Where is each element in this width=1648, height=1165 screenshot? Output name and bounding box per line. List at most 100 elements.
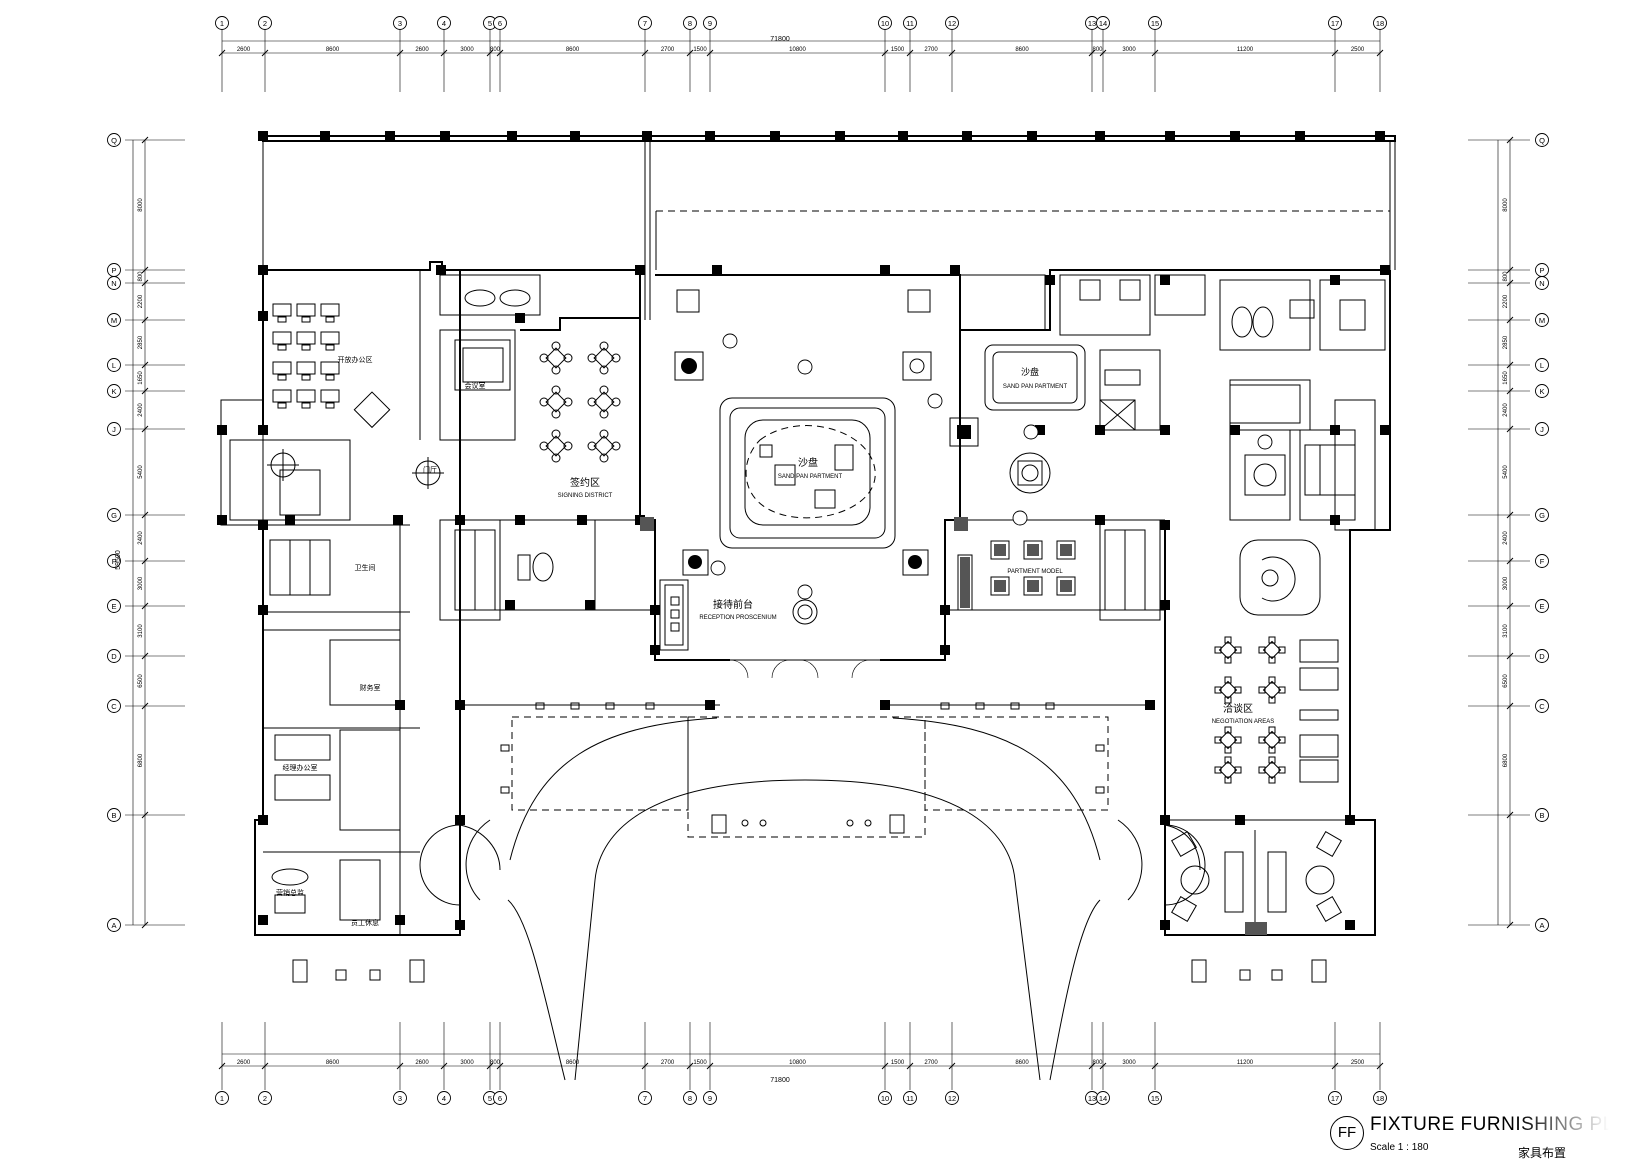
column bbox=[705, 131, 715, 141]
left-spacing: 2850 bbox=[138, 335, 144, 349]
forecourt-marker bbox=[975, 702, 985, 710]
signing-chair bbox=[551, 385, 561, 395]
column bbox=[1345, 815, 1355, 825]
right-row-A-bubble bbox=[1535, 918, 1549, 932]
office-desk bbox=[272, 303, 292, 317]
top-col-4-bubble bbox=[437, 16, 451, 30]
left-row-G-label: G bbox=[111, 511, 117, 520]
left-row-M-bubble bbox=[107, 313, 121, 327]
top-spacing: 3000 bbox=[460, 47, 474, 53]
nego-chair bbox=[1234, 766, 1242, 774]
column bbox=[642, 131, 652, 141]
left-spacing: 800 bbox=[138, 271, 144, 282]
top-col-11-bubble bbox=[903, 16, 917, 30]
right-spacing: 3100 bbox=[1503, 624, 1509, 638]
bottom-tick bbox=[261, 1062, 269, 1070]
openoffice-label: 开放办公区 bbox=[338, 355, 373, 364]
nego-chair bbox=[1278, 736, 1286, 744]
signing-table bbox=[593, 391, 615, 413]
top-spacing: 2600 bbox=[237, 47, 251, 53]
bottom-col-3-bubble bbox=[393, 1091, 407, 1105]
top-col-11-label: 11 bbox=[906, 19, 914, 28]
top-col-4-label: 4 bbox=[442, 19, 446, 28]
top-dimension-grid: 1260028600326004300058006860072700815009… bbox=[215, 16, 1387, 92]
bottom-tick bbox=[1088, 1062, 1096, 1070]
right-row-P-label: P bbox=[1539, 266, 1544, 275]
bottom-col-18-label: 18 bbox=[1376, 1094, 1384, 1103]
forecourt-marker bbox=[1045, 702, 1055, 710]
bottom-spacing: 2700 bbox=[661, 1060, 675, 1066]
left-tick bbox=[141, 425, 149, 433]
nego-table bbox=[1262, 730, 1282, 750]
top-col-15-bubble bbox=[1148, 16, 1162, 30]
office-chair bbox=[301, 316, 311, 323]
column bbox=[440, 131, 450, 141]
forecourt-marker bbox=[570, 702, 580, 710]
reception-label-cn: 接待前台 bbox=[713, 598, 753, 611]
column bbox=[1045, 275, 1055, 285]
column bbox=[1375, 131, 1385, 141]
top-col-3-label: 3 bbox=[398, 19, 402, 28]
bottom-col-9-bubble bbox=[703, 1091, 717, 1105]
column bbox=[1235, 815, 1245, 825]
bottom-col-1-bubble bbox=[215, 1091, 229, 1105]
top-col-9-label: 9 bbox=[708, 19, 712, 28]
top-col-15-label: 15 bbox=[1151, 19, 1159, 28]
nego-chair bbox=[1224, 756, 1232, 764]
right-row-J-label: J bbox=[1540, 425, 1544, 434]
office-chair bbox=[325, 402, 335, 409]
office-desk bbox=[296, 361, 316, 375]
signing-chair bbox=[611, 397, 621, 407]
column bbox=[258, 265, 268, 275]
office-desk bbox=[320, 331, 340, 345]
signing-chair bbox=[599, 429, 609, 439]
top-col-10-bubble bbox=[878, 16, 892, 30]
office-desk bbox=[296, 389, 316, 403]
signing-table bbox=[593, 435, 615, 457]
nego-chair bbox=[1268, 696, 1276, 704]
top-col-18-label: 18 bbox=[1376, 19, 1384, 28]
top-col-14-label: 14 bbox=[1099, 19, 1107, 28]
negotiation-sofas bbox=[1239, 539, 1339, 783]
column bbox=[1160, 920, 1170, 930]
bottom-spacing: 8600 bbox=[1015, 1060, 1029, 1066]
column bbox=[1330, 515, 1340, 525]
model-table bbox=[1056, 540, 1076, 560]
entrance-forecourt bbox=[292, 659, 1327, 1081]
column bbox=[962, 131, 972, 141]
left-row-M-label: M bbox=[111, 316, 117, 325]
top-tick bbox=[396, 49, 404, 57]
title-fade bbox=[1518, 1112, 1648, 1142]
top-col-12-label: 12 bbox=[948, 19, 956, 28]
top-tick bbox=[1376, 49, 1384, 57]
column bbox=[650, 605, 660, 615]
forecourt-marker bbox=[1095, 786, 1105, 794]
office-chair bbox=[325, 316, 335, 323]
bottom-tick bbox=[486, 1062, 494, 1070]
bottom-spacing: 800 bbox=[1092, 1060, 1103, 1066]
column bbox=[835, 131, 845, 141]
top-tick bbox=[706, 49, 714, 57]
right-row-D-bubble bbox=[1535, 649, 1549, 663]
bottom-tick bbox=[906, 1062, 914, 1070]
signing-table bbox=[593, 347, 615, 369]
right-tick bbox=[1506, 425, 1514, 433]
office-desk bbox=[296, 303, 316, 317]
nego-chair bbox=[1278, 686, 1286, 694]
right-row-K-label: K bbox=[1539, 387, 1544, 396]
top-col-6-label: 6 bbox=[498, 19, 502, 28]
office-label: 财务室 bbox=[360, 683, 381, 692]
bottom-col-14-bubble bbox=[1096, 1091, 1110, 1105]
left-row-J-label: J bbox=[112, 425, 116, 434]
column bbox=[880, 265, 890, 275]
right-tick bbox=[1506, 361, 1514, 369]
bottom-col-2-bubble bbox=[258, 1091, 272, 1105]
column bbox=[258, 131, 268, 141]
left-dimension-grid: Q8000P800N2200M2850L1650K2400J5400G2400F… bbox=[107, 133, 185, 932]
signing-chair bbox=[551, 409, 561, 419]
nego-chair bbox=[1224, 636, 1232, 644]
bottom-col-15-label: 15 bbox=[1151, 1094, 1159, 1103]
bottom-spacing: 3000 bbox=[460, 1060, 474, 1066]
top-spacing: 2700 bbox=[924, 47, 938, 53]
signing-label-cn: 签约区 bbox=[570, 476, 600, 489]
